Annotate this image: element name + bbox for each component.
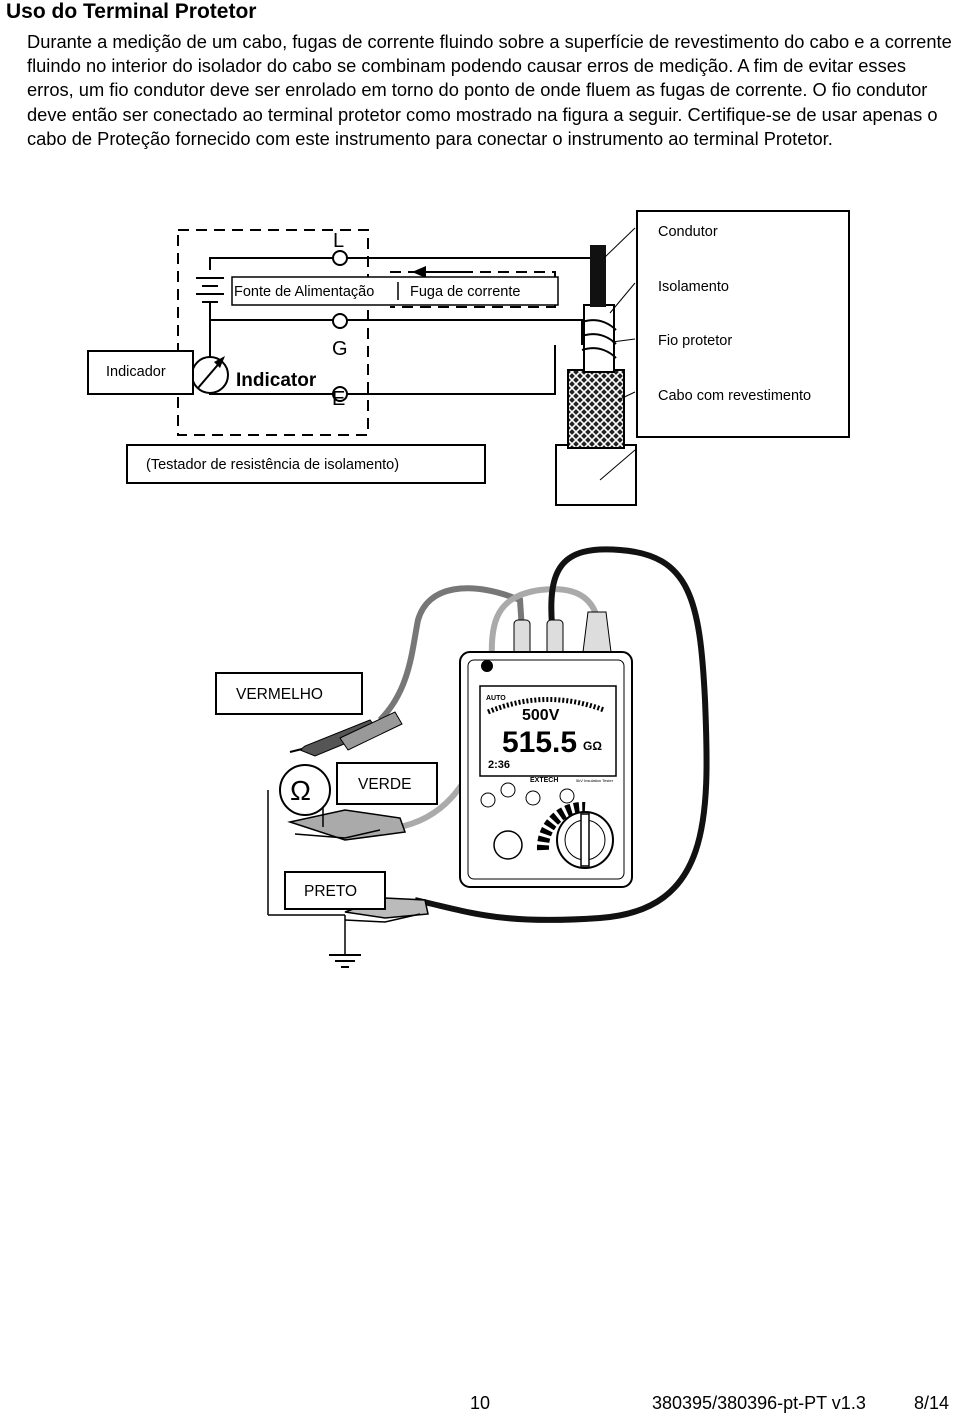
ohm-symbol: Ω	[290, 775, 311, 806]
red-label: VERMELHO	[236, 686, 323, 703]
main-reading: 515.5	[502, 726, 577, 759]
power-source-box	[231, 276, 559, 306]
red-label-box	[215, 672, 363, 715]
black-clip	[344, 897, 429, 923]
indicator-box-label: Indicador	[106, 364, 166, 380]
terminal-g-label: G	[332, 338, 348, 360]
cable-legend-box	[636, 210, 850, 438]
leakage-label: Fuga de corrente	[410, 284, 520, 300]
black-label-box	[284, 871, 386, 910]
wire-g	[209, 302, 583, 345]
function-button[interactable]	[500, 782, 516, 798]
page-of: 8/14	[914, 1393, 950, 1413]
green-lead	[394, 586, 603, 831]
voltage-readout: 500V	[522, 707, 560, 724]
hold-button[interactable]	[480, 792, 496, 808]
green-label-box	[336, 762, 438, 805]
terminal-e-label: E	[332, 388, 345, 410]
model-label: 5kV Insulation Tester	[576, 778, 614, 783]
legend-conductor: Condutor	[658, 224, 718, 240]
black-label: PRETO	[304, 883, 357, 900]
terminal-l	[332, 250, 348, 266]
unit-label: GΩ	[583, 739, 602, 753]
resistance-icon	[279, 764, 331, 816]
intro-paragraph: Durante a medição de um cabo, fugas de c…	[27, 31, 952, 149]
indicator-box	[87, 350, 194, 395]
tester-enclosure	[177, 229, 369, 436]
cable-sheath	[567, 369, 625, 449]
arrow-left-icon	[412, 266, 426, 278]
wire-l	[209, 257, 598, 270]
page-title: Uso do Terminal Protetor	[6, 0, 257, 23]
power-source-label: Fonte de Alimentação	[234, 284, 374, 300]
schematic-diagram: L G E Indicator Fonte de Alimentação Fug…	[87, 210, 850, 506]
document-id: 380395/380396-pt-PT v1.3	[652, 1393, 866, 1413]
legend-sheathed-cable: Cabo com revestimento	[658, 388, 811, 404]
black-lead	[414, 546, 710, 923]
red-lead	[377, 585, 525, 723]
legend-guard-wire: Fio protetor	[658, 333, 732, 349]
cable-illustration	[555, 227, 637, 506]
page-number: 10	[470, 1393, 491, 1413]
test-knob[interactable]	[493, 830, 523, 860]
test-probe	[289, 711, 403, 757]
conductor	[590, 245, 606, 307]
mode-button[interactable]	[559, 788, 575, 804]
insulation-tester-meter: AUTO 500V 515.5 GΩ 2:36 EXTECH 5kV Insul…	[459, 651, 633, 888]
terminal-g	[332, 313, 348, 329]
green-clip	[287, 809, 407, 841]
brand-label: EXTECH	[530, 777, 558, 784]
tester-box	[126, 444, 486, 484]
indicator-label: Indicator	[236, 370, 317, 391]
mode-label: AUTO	[486, 695, 506, 702]
bargraph	[487, 697, 605, 715]
legend-insulation: Isolamento	[658, 279, 729, 295]
power-port-icon	[481, 660, 493, 672]
terminal-l-label: L	[333, 230, 344, 252]
battery-icon	[196, 277, 224, 303]
connection-diagram: Ω VERMELHO VERDE PRETO AUTO 500V	[215, 546, 710, 968]
test-button[interactable]	[525, 790, 541, 806]
guard-wire-coil	[581, 319, 617, 359]
ground-icon	[329, 954, 361, 968]
range-scale	[536, 801, 586, 851]
tester-box-label: (Testador de resistência de isolamento)	[146, 457, 399, 473]
timer-readout: 2:36	[488, 759, 510, 771]
green-label: VERDE	[358, 776, 411, 793]
